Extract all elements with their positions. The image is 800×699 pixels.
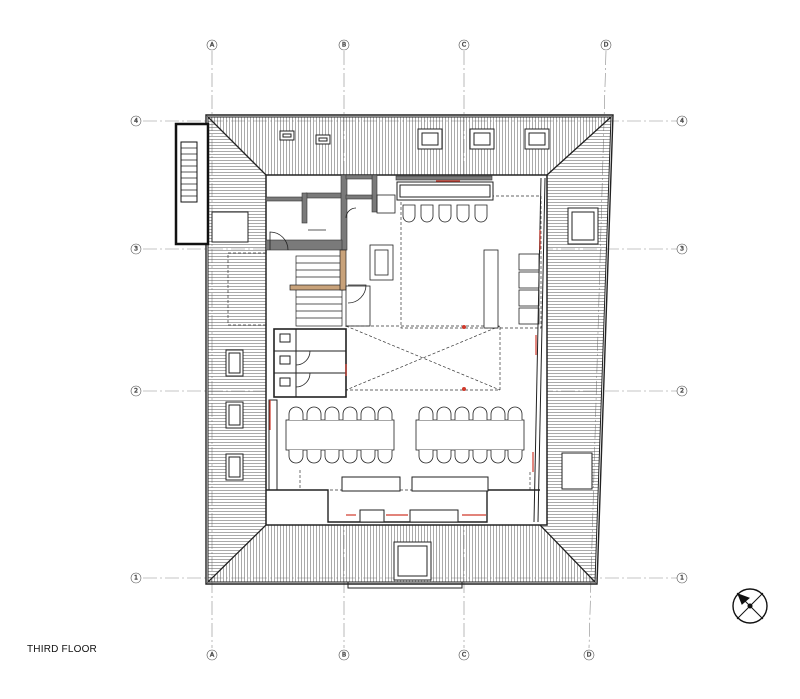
toilet-block	[273, 328, 347, 398]
svg-text:4: 4	[134, 118, 138, 125]
grid-bubble-3-right: 3	[676, 243, 688, 255]
interior	[227, 174, 548, 589]
svg-text:D: D	[587, 652, 592, 659]
grid-bubble-1-right: 1	[676, 572, 688, 584]
drawing-title: THIRD FLOOR	[27, 644, 97, 655]
doors	[269, 207, 367, 388]
conference-tables	[285, 406, 525, 464]
svg-text:2: 2	[134, 388, 138, 395]
internal-stair	[289, 249, 347, 327]
side-furniture	[483, 249, 540, 329]
grid-bubble-4-left: 4	[130, 115, 142, 127]
svg-text:A: A	[210, 42, 215, 49]
grid-bubble-c-bottom: C	[458, 649, 470, 661]
svg-text:3: 3	[680, 246, 684, 253]
roof-slope-right	[539, 115, 612, 584]
grid-bubble-4-right: 4	[676, 115, 688, 127]
svg-text:A: A	[210, 652, 215, 659]
grid-bubble-3-left: 3	[130, 243, 142, 255]
svg-text:3: 3	[134, 246, 138, 253]
chairs-bottom-left	[288, 450, 393, 464]
roof-slope-top	[206, 116, 613, 176]
svg-text:B: B	[342, 42, 346, 49]
grid-bubble-b-bottom: B	[338, 649, 350, 661]
kitchen-counter	[396, 181, 494, 201]
grid-bubble-d-top: D	[600, 39, 612, 51]
svg-text:C: C	[462, 652, 466, 659]
svg-text:1: 1	[134, 575, 138, 582]
svg-text:4: 4	[680, 118, 684, 125]
grid-bubbles: A B C D A B C D 4 3 2 1 4 3 2 1	[130, 39, 688, 661]
grid-bubble-c-top: C	[458, 39, 470, 51]
grid-bubble-a-bottom: A	[206, 649, 218, 661]
service-core	[265, 174, 493, 251]
grid-bubble-2-left: 2	[130, 385, 142, 397]
chairs-top-right	[418, 406, 523, 420]
north-arrow-icon	[732, 588, 768, 624]
grid-bubble-2-right: 2	[676, 385, 688, 397]
grid-bubble-1-left: 1	[130, 572, 142, 584]
roof-windows	[211, 128, 599, 581]
bottom-counters	[266, 399, 540, 523]
svg-text:C: C	[462, 42, 466, 49]
svg-text:B: B	[342, 652, 346, 659]
grid-bubble-d-bottom: D	[583, 649, 595, 661]
chairs-top-left	[288, 406, 393, 420]
chairs-bottom-right	[418, 450, 523, 464]
svg-text:D: D	[604, 42, 609, 49]
grid-bubble-b-top: B	[338, 39, 350, 51]
svg-text:1: 1	[680, 575, 684, 582]
bottom-parapet	[347, 581, 463, 589]
grid-bubble-a-top: A	[206, 39, 218, 51]
svg-text:2: 2	[680, 388, 684, 395]
external-stair	[174, 122, 210, 246]
bar-stools	[402, 204, 488, 223]
red-accents	[269, 180, 541, 516]
